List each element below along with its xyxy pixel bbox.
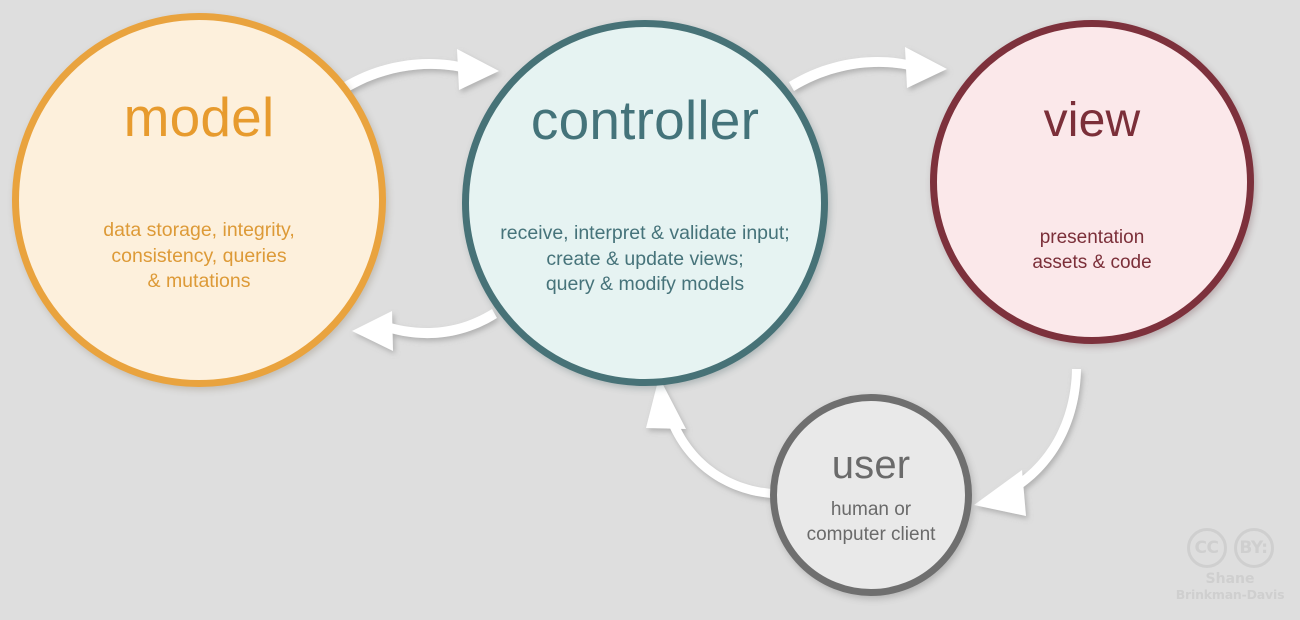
node-controller-title: controller	[530, 89, 760, 151]
node-user-title: user	[831, 443, 911, 487]
cc-badge-row: CC BY:	[1174, 528, 1286, 568]
node-controller-description: receive, interpret & validate input; cre…	[500, 222, 790, 296]
cc-icon: CC	[1186, 528, 1227, 568]
creative-commons-watermark: CC BY: Shane Brinkman-Davis	[1174, 528, 1286, 608]
author-last-name: Brinkman-Davis	[1175, 586, 1285, 602]
node-user-description: human or computer client	[806, 499, 936, 546]
arrow-controller-to-view	[789, 47, 947, 91]
node-model-description: data storage, integrity, consistency, qu…	[103, 219, 295, 293]
author-first-name: Shane	[1205, 571, 1255, 587]
arrow-controller-to-model	[352, 309, 497, 351]
author-attribution: Shane Brinkman-Davis	[1174, 571, 1286, 602]
node-model[interactable]: model data storage, integrity, consisten…	[12, 13, 386, 387]
node-view[interactable]: view presentation assets & code	[930, 20, 1254, 344]
node-user[interactable]: user human or computer client	[770, 394, 972, 596]
node-model-title: model	[123, 86, 275, 148]
node-view-title: view	[1043, 94, 1141, 147]
arrow-model-to-controller	[341, 49, 499, 93]
cc-by-icon: BY:	[1233, 528, 1274, 568]
node-view-description: presentation assets & code	[1032, 227, 1152, 274]
arrow-user-to-controller	[646, 377, 772, 498]
node-controller[interactable]: controller receive, interpret & validate…	[462, 20, 828, 386]
arrow-view-to-user	[974, 369, 1081, 516]
